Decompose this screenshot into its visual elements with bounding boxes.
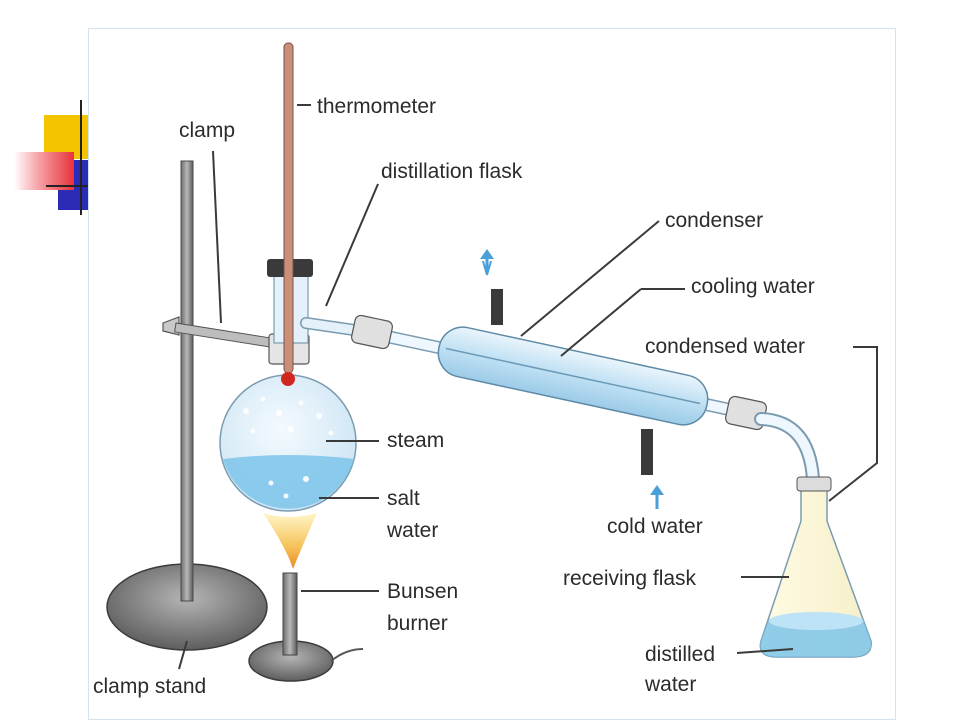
distilled-water: [760, 619, 872, 657]
distillation-diagram: thermometer clamp distillation flask con…: [93, 42, 878, 698]
condenser: [351, 249, 767, 509]
label-bunsen: Bunsen: [387, 580, 458, 603]
label-condenser: condenser: [665, 209, 763, 232]
leader-lines: [178, 104, 878, 670]
label-water: water: [386, 519, 438, 542]
label-distillation-flask: distillation flask: [381, 160, 523, 183]
bunsen-burner: [248, 513, 364, 682]
receiving-flask: [759, 476, 872, 658]
clamp-stand-pole: [180, 160, 194, 602]
label-clamp-stand: clamp stand: [93, 675, 206, 698]
distillation-diagram-panel: thermometer clamp distillation flask con…: [88, 28, 896, 720]
label-clamp: clamp: [179, 119, 235, 142]
slide-decor-red-gradient: [14, 152, 74, 190]
label-cold-water: cold water: [607, 515, 703, 538]
label-steam: steam: [387, 429, 444, 452]
thermometer: [281, 42, 295, 386]
label-thermometer: thermometer: [317, 95, 436, 118]
salt-water: [223, 455, 354, 509]
flame: [263, 513, 317, 569]
clamp-stand: [106, 160, 268, 651]
label-burner: burner: [387, 612, 448, 635]
label-distilled: distilled: [645, 643, 715, 666]
label-receiving-flask: receiving flask: [563, 567, 697, 590]
label-salt: salt: [387, 487, 420, 510]
slide-decor-horizontal-line: [46, 185, 88, 187]
label-distilled-water: water: [644, 673, 696, 696]
label-cooling-water: cooling water: [691, 275, 815, 298]
slide-decor-vertical-line: [80, 100, 82, 215]
label-condensed-water: condensed water: [645, 335, 805, 358]
